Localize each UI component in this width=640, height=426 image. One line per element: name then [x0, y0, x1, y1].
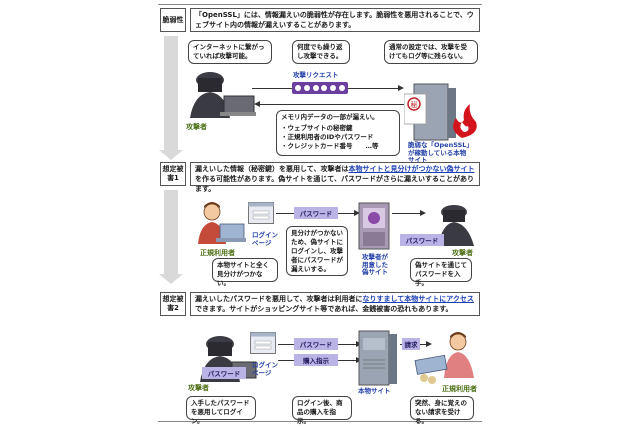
leak-item: ・正規利用者のIDやパスワード: [281, 133, 374, 141]
skull-icon: [338, 85, 345, 91]
attacker-label: 攻撃者: [186, 123, 207, 131]
fake-site-label: 攻撃者が用意した偽サイト: [362, 253, 388, 276]
password-pill-2: パスワード: [294, 338, 338, 350]
attacker-figure-icon: [438, 205, 474, 246]
password-flow-arrow-2: [392, 213, 422, 214]
bubble-purchase: ログイン後、商品の購入を指示。: [292, 396, 352, 425]
real-site-label: 本物サイト: [358, 387, 391, 395]
secret-stamp: 秘: [411, 100, 418, 109]
skull-icon: [303, 85, 310, 91]
legitimate-user-label-2: 正規利用者: [442, 385, 477, 393]
login-page-label: ログインページ: [252, 231, 278, 247]
login-page-label-2: ログインページ: [252, 361, 278, 377]
vulnerable-server-label: 脆弱な「OpenSSL」が稼動している本物サイト: [408, 141, 470, 164]
data-leak-arrowhead: [254, 101, 260, 107]
legitimate-user-label: 正規利用者: [200, 249, 235, 257]
real-site-server-icon: [358, 330, 397, 386]
damage1-text-after: を作る可能性があります。偽サイトを通じて、パスワードがさらに漏えいすることがあり…: [195, 175, 474, 193]
damage2-text-after: できます。サイトがショッピングサイト等であれば、金銭被害の恐れもあります。: [195, 305, 453, 313]
attack-request-arrowhead: [398, 85, 404, 91]
skull-icon: [295, 85, 302, 91]
diagram-frame: [158, 4, 482, 422]
flow-arrow-2: [164, 190, 178, 276]
password-flow-arrowhead-1: [354, 210, 360, 216]
legitimate-user-figure-icon: [414, 332, 474, 384]
fake-site-server-icon: [358, 202, 390, 250]
password-pill-attacker: パスワード: [400, 234, 444, 246]
damage2-description: 漏えいしたパスワードを悪用して、攻撃者は利用者になりすまして本物サイトにアクセス…: [190, 292, 480, 316]
billing-pill: 請求: [402, 338, 420, 350]
attack-request-label: 攻撃リクエスト: [293, 71, 339, 79]
damage2-text-highlight: なりすまして本物サイトにアクセス: [362, 295, 474, 303]
damage1-description: 漏えいした情報（秘密鍵）を悪用して、攻撃者は本物サイトと見分けがつかない偽サイト…: [190, 162, 480, 193]
password-pill-attacker-2: パスワード: [202, 367, 246, 379]
password-pill: パスワード: [294, 207, 338, 219]
bubble-internet: インターネットに繋がっていれば攻撃可能。: [188, 40, 272, 64]
skull-icon: [312, 85, 319, 91]
vulnerability-description: 「OpenSSL」には、情報漏えいの脆弱性が存在します。脆弱性を悪用されることで…: [190, 8, 480, 32]
skull-icon: [329, 85, 336, 91]
data-leak-arrow: [258, 104, 404, 105]
billing-flow-arrowhead: [426, 341, 432, 347]
damage1-text-highlight: 本物サイトと見分けがつかない偽サイト: [348, 165, 475, 173]
damage2-tag: 想定被害2: [160, 292, 186, 316]
password-flow-arrowhead-2: [420, 210, 426, 216]
flow-arrow-1: [164, 36, 178, 154]
memory-leak-title: メモリ内データの一部が漏えい。: [281, 113, 379, 121]
damage1-tag: 想定被害1: [160, 162, 186, 186]
attacker-figure-icon: [190, 72, 256, 118]
bubble-repeat: 何度でも繰り返し攻撃できる。: [292, 40, 350, 64]
attacker-label-damage1: 攻撃者: [452, 249, 473, 257]
login-page-icon: [250, 332, 276, 354]
bubble-obtain: 偽サイトを通じてパスワードを入手。: [410, 258, 472, 287]
flow-arrow-2-head: [159, 274, 183, 284]
skull-icon: [321, 85, 328, 91]
leak-item: ・ウェブサイトの秘密鍵: [281, 124, 353, 132]
damage2-text-before: 漏えいしたパスワードを悪用して、攻撃者は利用者に: [195, 295, 363, 303]
vulnerability-tag: 脆弱性: [160, 8, 186, 32]
bubble-login: 入手したパスワードを悪用してログイン。: [186, 396, 256, 425]
leak-item: ・クレジットカード番号 …等: [281, 142, 379, 150]
bubble-leaks: 見分けがつかないため、偽サイトにログインし、攻撃者にパスワードが漏えいする。: [286, 226, 348, 276]
damage1-text-before: 漏えいした情報（秘密鍵）を悪用して、攻撃者は: [195, 165, 349, 173]
flow-arrow-1-head: [159, 150, 183, 160]
attacker-label-damage2: 攻撃者: [188, 384, 209, 392]
attack-request-packets: [292, 82, 348, 94]
vulnerable-server-icon: 秘: [404, 83, 477, 141]
legitimate-user-figure-icon: [198, 202, 246, 244]
bubble-indistinguishable: 本物サイトと全く見分けがつかない。: [212, 258, 278, 287]
bubble-no-log: 通常の設定では、攻撃を受けてもログ等に残らない。: [384, 40, 478, 64]
bubble-billing: 突然、身に覚えのない請求を受ける。: [410, 396, 474, 425]
bubble-memory-leak: メモリ内データの一部が漏えい。 ・ウェブサイトの秘密鍵 ・正規利用者のIDやパス…: [276, 110, 400, 156]
purchase-instruction-pill: 購入指示: [294, 354, 338, 366]
login-page-icon: [248, 202, 274, 224]
